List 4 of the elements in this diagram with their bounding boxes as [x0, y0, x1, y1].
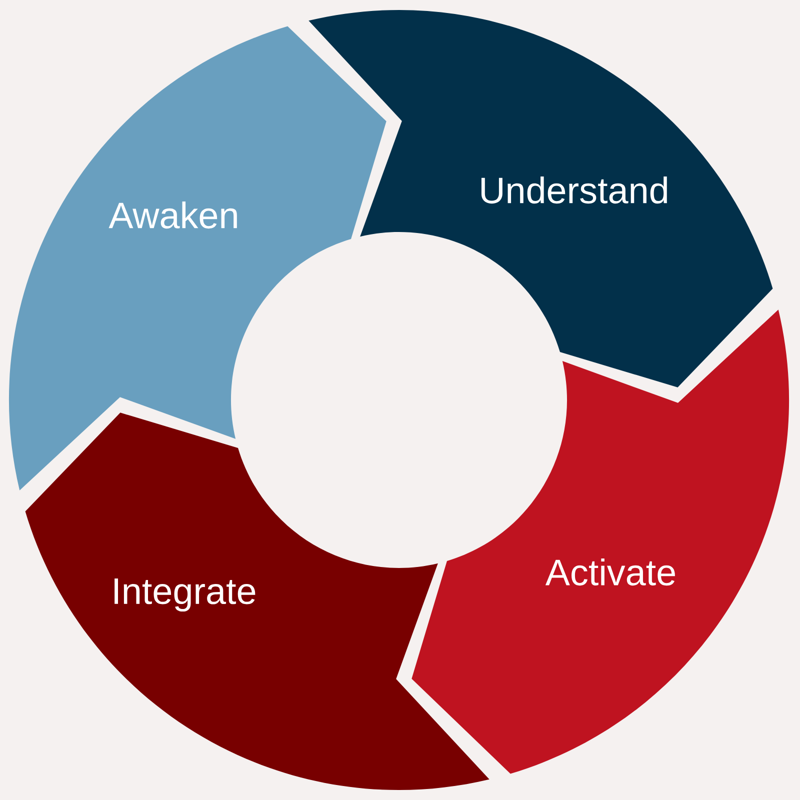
arrow-segment: Integrate [25, 412, 490, 790]
arrow-segment: Activate [412, 310, 789, 774]
arrow-segment: Awaken [9, 26, 386, 490]
arrow-segment: Understand [308, 10, 773, 388]
